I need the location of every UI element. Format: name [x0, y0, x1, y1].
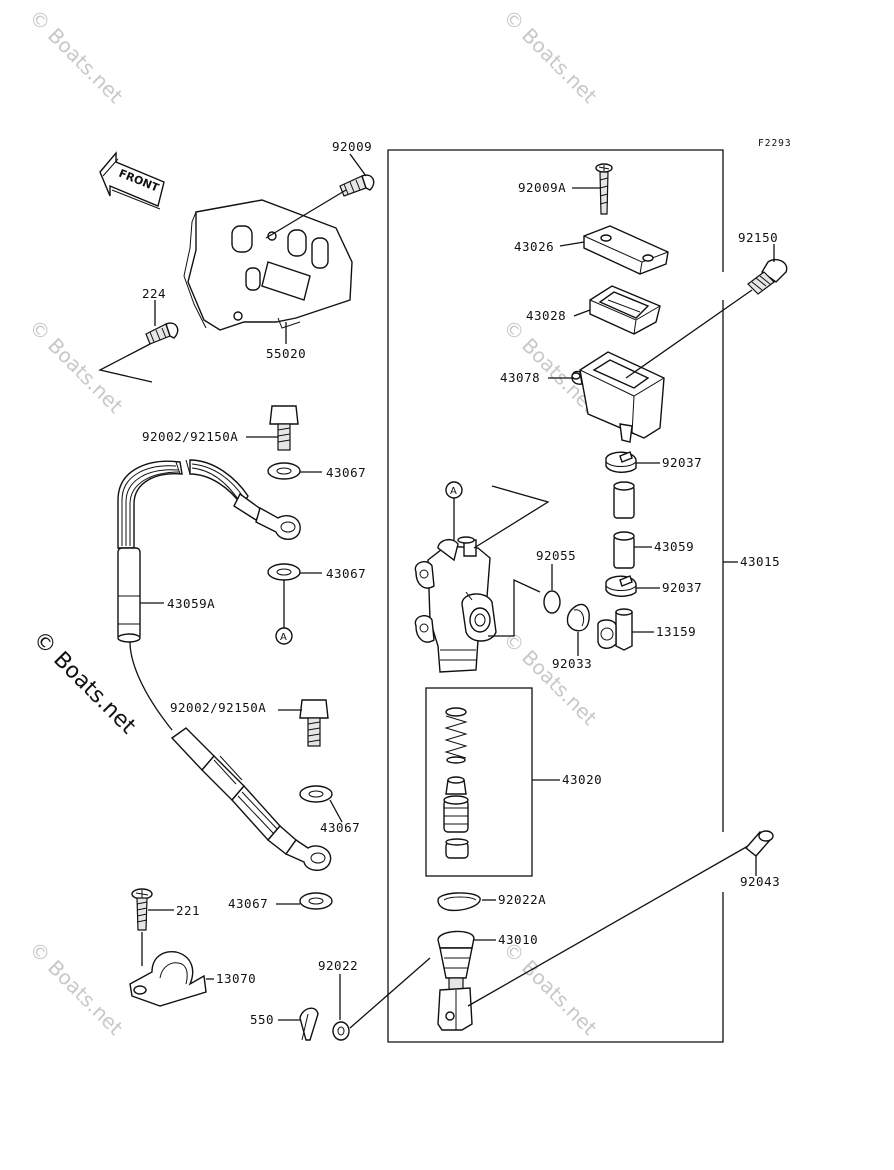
screw-221 — [131, 888, 153, 931]
watermark: © Boats.net — [498, 5, 601, 108]
ref-marker-A-lower — [275, 627, 293, 645]
clip-92037 — [605, 575, 637, 597]
watermark-main: © Boats.net — [28, 627, 141, 740]
part-label-43026: 43026 — [514, 239, 554, 254]
part-label-92022A: 92022A — [498, 892, 546, 907]
bolt-224 — [145, 322, 179, 345]
part-label-43010: 43010 — [498, 932, 538, 947]
piston-kit-box-43020 — [425, 687, 533, 877]
piston-cup — [445, 776, 467, 795]
part-label-43067-d: 43067 — [228, 896, 268, 911]
brake-hose-lower — [170, 727, 332, 871]
diaphragm-43028 — [589, 285, 661, 335]
hose-fitting-13159 — [597, 608, 633, 651]
master-cylinder-body — [414, 536, 497, 673]
spring — [444, 707, 468, 764]
ref-marker-label: A — [280, 632, 287, 643]
assembly-frame-43015 — [387, 149, 724, 1043]
watermark: © Boats.net — [24, 937, 127, 1040]
watermark: © Boats.net — [24, 315, 127, 418]
ref-marker-label: A — [450, 486, 457, 497]
part-label-55020: 55020 — [266, 346, 306, 361]
brake-hose-upper — [117, 459, 301, 549]
push-rod-43010 — [437, 930, 475, 1031]
part-label-221: 221 — [176, 903, 200, 918]
part-label-92033: 92033 — [552, 656, 592, 671]
part-label-92150: 92150 — [738, 230, 778, 245]
secondary-cup — [445, 838, 469, 859]
ref-marker-A-upper — [445, 481, 463, 499]
circlip-92022A — [437, 892, 481, 912]
part-label-43078: 43078 — [500, 370, 540, 385]
banjo-bolt-lower — [299, 699, 329, 747]
washer-43067 — [299, 785, 333, 803]
bolt-92150 — [747, 258, 788, 295]
part-label-43067-c: 43067 — [320, 820, 360, 835]
banjo-bolt-upper — [269, 405, 299, 451]
piston — [443, 795, 469, 833]
part-label-43015: 43015 — [740, 554, 780, 569]
o-ring-92055 — [543, 590, 561, 614]
part-label-92055: 92055 — [536, 548, 576, 563]
watermark: © Boats.net — [498, 627, 601, 730]
reservoir-cap-43026 — [583, 225, 669, 275]
hose-protector-43059A — [117, 547, 141, 643]
part-label-13159: 13159 — [656, 624, 696, 639]
washer-92022 — [332, 1021, 350, 1041]
figure-code: F2293 — [758, 138, 792, 149]
part-label-550: 550 — [250, 1012, 274, 1027]
part-label-43059A: 43059A — [167, 596, 215, 611]
part-label-43067-a: 43067 — [326, 465, 366, 480]
pin-92043 — [744, 830, 774, 857]
clip-92037 — [605, 451, 637, 473]
reservoir-hose-43059 — [613, 481, 635, 569]
part-label-43020: 43020 — [562, 772, 602, 787]
circlip-92033 — [566, 603, 590, 632]
part-label-92022: 92022 — [318, 958, 358, 973]
part-label-92043: 92043 — [740, 874, 780, 889]
guard-plate — [183, 199, 353, 331]
part-label-92002-lower: 92002/92150A — [170, 700, 266, 715]
part-label-92037-a: 92037 — [662, 455, 702, 470]
part-label-224: 224 — [142, 286, 166, 301]
screw-92009A — [595, 163, 613, 215]
part-label-92002-upper: 92002/92150A — [142, 429, 238, 444]
part-label-43059: 43059 — [654, 539, 694, 554]
watermark: © Boats.net — [498, 937, 601, 1040]
bolt-92009 — [339, 174, 375, 197]
cotter-pin-550 — [299, 1007, 319, 1041]
washer-43067 — [267, 462, 301, 480]
washer-43067 — [267, 563, 301, 581]
part-label-43067-b: 43067 — [326, 566, 366, 581]
part-label-92009A: 92009A — [518, 180, 566, 195]
reservoir-43078 — [571, 351, 665, 443]
washer-43067 — [299, 892, 333, 910]
part-label-43028: 43028 — [526, 308, 566, 323]
part-label-92009: 92009 — [332, 139, 372, 154]
watermark: © Boats.net — [24, 5, 127, 108]
part-label-13070: 13070 — [216, 971, 256, 986]
part-label-92037-b: 92037 — [662, 580, 702, 595]
hose-clamp-13070 — [129, 951, 207, 1007]
front-arrow-icon: FRONT — [99, 151, 165, 210]
